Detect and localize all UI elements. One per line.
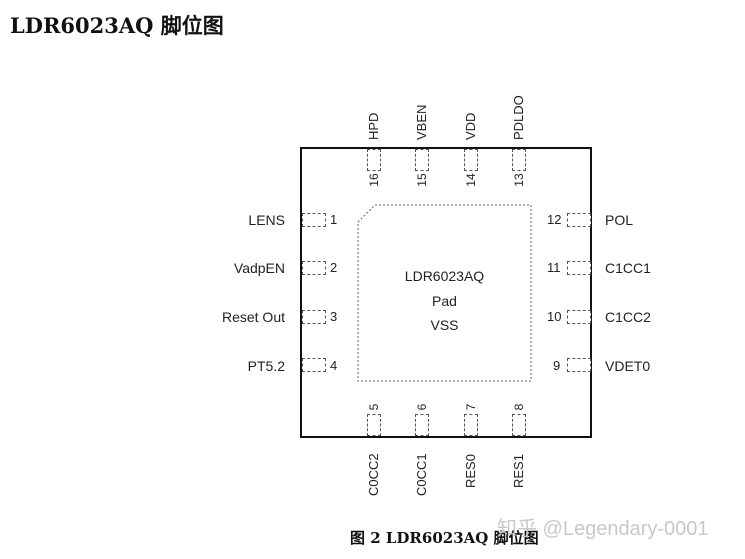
pin-name: C0CC1	[414, 453, 429, 496]
pin-name: VDET0	[605, 358, 651, 374]
pin-pad	[367, 414, 381, 436]
pin-name: PDLDO	[511, 95, 526, 140]
pin-number: 6	[415, 403, 429, 411]
pin-name: C0CC2	[366, 453, 381, 496]
pin-pad	[302, 213, 326, 227]
pin-number: 3	[330, 309, 338, 324]
pin-pad	[415, 149, 429, 171]
pin-name: VadpEN	[233, 260, 285, 276]
pin-name: POL	[605, 212, 634, 228]
pin-name: C1CC2	[605, 309, 651, 325]
pin-number: 11	[547, 260, 561, 275]
pin-pad	[567, 261, 591, 275]
pin-name: VBEN	[414, 104, 429, 140]
pin-pad	[302, 261, 326, 275]
exposed-pad-outline	[357, 204, 532, 382]
pad-net: VSS	[430, 317, 459, 333]
pin-pad	[464, 149, 478, 171]
pin-number: 16	[367, 173, 381, 187]
page-title: LDR6023AQ 脚位图	[10, 13, 224, 38]
pin-number: 14	[464, 173, 478, 187]
pin-number: 15	[415, 173, 429, 187]
pin-name: VDD	[463, 112, 478, 140]
pin-name: LENS	[248, 212, 285, 228]
chip-package-outline	[300, 147, 592, 438]
chip-name: LDR6023AQ	[404, 268, 485, 284]
pin-number: 12	[547, 212, 562, 227]
pin-pad	[464, 414, 478, 436]
pin-name: C1CC1	[605, 260, 651, 276]
pin-pad	[302, 310, 326, 324]
pin-number: 5	[367, 403, 381, 411]
pin-name: Reset Out	[221, 309, 285, 325]
pad-label: Pad	[432, 293, 457, 309]
pin-number: 4	[330, 358, 338, 373]
pin-pad	[567, 358, 591, 372]
exposed-pad: LDR6023AQ Pad VSS	[357, 204, 532, 382]
pin-number: 8	[512, 403, 526, 411]
pin-number: 1	[330, 212, 338, 227]
figure-caption: 图 2 LDR6023AQ 脚位图	[350, 529, 539, 547]
pin-name: PT5.2	[247, 358, 285, 374]
pin-pad	[302, 358, 326, 372]
pin-pad	[567, 310, 591, 324]
pin-number: 2	[330, 260, 338, 275]
pin-number: 10	[547, 309, 562, 324]
pin-pad	[512, 149, 526, 171]
watermark: 知乎 @Legendary-0001	[497, 518, 709, 540]
pin-number: 9	[553, 358, 561, 373]
pin-name: RES1	[511, 454, 526, 488]
pin-pad	[367, 149, 381, 171]
pin-pad	[415, 414, 429, 436]
pin-name: RES0	[463, 454, 478, 488]
pin-pad	[512, 414, 526, 436]
pin-pad	[567, 213, 591, 227]
pin-name: HPD	[366, 112, 381, 140]
pin-number: 13	[512, 173, 526, 187]
pin-number: 7	[464, 403, 478, 411]
